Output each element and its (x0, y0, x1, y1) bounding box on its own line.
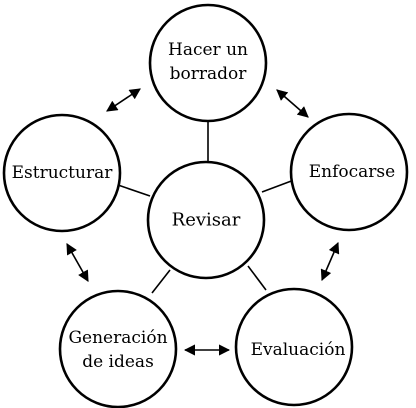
cycle-arrows (66, 88, 340, 356)
node-estructurar: Estructurar (2, 113, 122, 233)
node-estructurar-label: Estructurar (12, 163, 114, 183)
node-enfocarse: Enfocarse (289, 112, 409, 232)
center-label: Revisar (172, 210, 241, 231)
node-generacion-ideas-label-line-1: Generación (68, 328, 167, 348)
node-evaluacion: Evaluación (234, 287, 354, 407)
spoke-evaluacion (247, 265, 267, 291)
node-hacer-borrador-label-line-2: borrador (170, 64, 248, 84)
node-center-revisar: Revisar (146, 160, 266, 280)
arrow-generacion-ideas-estructurar (66, 243, 89, 282)
node-generacion-ideas-label-line-2: de ideas (82, 352, 154, 372)
arrow-estructurar-hacer-borrador (106, 88, 141, 112)
node-generacion-ideas: Generación de ideas (58, 289, 178, 408)
spoke-estructurar (117, 184, 151, 197)
node-hacer-borrador: Hacer un borrador (148, 3, 268, 123)
node-hacer-borrador-label-line-1: Hacer un (168, 40, 248, 60)
spoke-generacion-ideas (151, 269, 171, 294)
spoke-enfocarse (261, 179, 295, 193)
node-evaluacion-label: Evaluación (251, 340, 346, 360)
arrow-enfocarse-evaluacion (320, 241, 340, 282)
spokes (117, 120, 295, 294)
arrow-hacer-borrador-enfocarse (276, 89, 309, 118)
node-enfocarse-label: Enfocarse (309, 162, 395, 182)
